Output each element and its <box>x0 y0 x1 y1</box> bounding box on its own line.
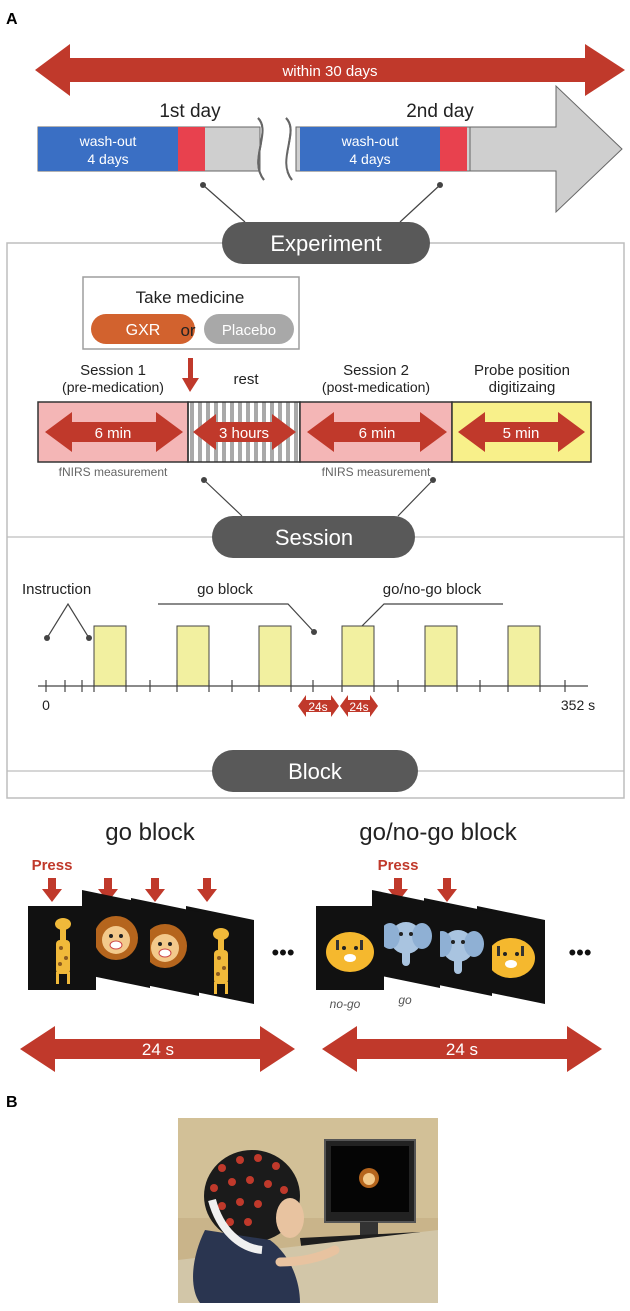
session2-duration: 6 min <box>359 425 396 442</box>
probe-duration: 5 min <box>503 425 540 442</box>
session2-label: Session 2 <box>343 362 409 379</box>
probe-sublabel: digitizaing <box>489 379 556 396</box>
fnirs-label-2: fNIRS measurement <box>322 465 431 479</box>
nogo-caption: no-go <box>330 997 361 1011</box>
session1-duration: 6 min <box>95 425 132 442</box>
press-label-go: Press <box>32 857 73 874</box>
axis-end-label: 352 s <box>561 697 595 713</box>
axis-start-label: 0 <box>42 697 50 713</box>
session1-label: Session 1 <box>80 362 146 379</box>
fnirs-probe <box>218 1202 226 1210</box>
experiment-pill-label: Experiment <box>270 231 381 256</box>
card-tiger-1 <box>316 906 384 990</box>
fnirs-probe <box>226 1218 234 1226</box>
fnirs-probe <box>218 1164 226 1172</box>
session-pill-label: Session <box>275 525 353 550</box>
gonogo-block-label: go/no-go block <box>383 581 482 598</box>
take-medicine-label: Take medicine <box>136 288 245 307</box>
gonogo-block-ellipsis: ••• <box>568 940 591 965</box>
placebo-pill <box>204 314 294 344</box>
card-tiger-4 <box>477 906 545 1004</box>
fnirs-label-1: fNIRS measurement <box>59 465 168 479</box>
washout-block-2 <box>300 127 440 171</box>
card-elephant-3 <box>424 898 492 996</box>
gxr-pill <box>91 314 195 344</box>
fnirs-probe <box>280 1186 288 1194</box>
experiment-marker-1 <box>178 127 205 171</box>
go-block-duration-arrow: 24 s <box>20 1026 295 1072</box>
experiment-pill: Experiment <box>222 222 430 264</box>
rest-duration: 3 hours <box>219 425 269 442</box>
gonogo-block-cards: ••• no-go go <box>316 890 592 1011</box>
panel-a-label: A <box>6 11 18 28</box>
block-timeline: Instruction go block go/no-go block 0 35… <box>22 581 595 717</box>
or-label: or <box>180 321 195 340</box>
fnirs-probe <box>254 1200 262 1208</box>
day2-label: 2nd day <box>406 101 474 122</box>
gonogo-block-duration-arrow: 24 s <box>322 1026 602 1072</box>
fnirs-probe <box>228 1178 236 1186</box>
experiment-photo <box>178 1118 438 1303</box>
washout2-line1: wash-out <box>341 133 399 149</box>
fnirs-probe <box>236 1198 244 1206</box>
interval2-label: 24s <box>349 700 368 714</box>
fnirs-probe <box>272 1162 280 1170</box>
block-pill: Block <box>212 750 418 792</box>
within-30-days-arrow: within 30 days <box>35 44 625 96</box>
washout-block-1 <box>38 127 178 171</box>
session1-sublabel: (pre-medication) <box>62 379 164 395</box>
fnirs-probe <box>264 1180 272 1188</box>
card-giraffe-4 <box>186 906 254 1004</box>
interval1-label: 24s <box>308 700 327 714</box>
placebo-label: Placebo <box>222 322 276 339</box>
go-block-ellipsis: ••• <box>271 940 294 965</box>
go-block-label: go block <box>197 581 253 598</box>
rest-stripe <box>190 402 194 462</box>
washout2-line2: 4 days <box>349 151 390 167</box>
probe-label: Probe position <box>474 362 570 379</box>
fnirs-probe <box>210 1184 218 1192</box>
experiment-marker-2 <box>440 127 467 171</box>
rest-label: rest <box>233 371 259 388</box>
gxr-label: GXR <box>126 322 161 339</box>
child-body <box>193 1230 300 1303</box>
go-caption: go <box>398 993 412 1007</box>
panel-b-label: B <box>6 1094 18 1111</box>
card-elephant-2 <box>372 890 440 988</box>
fnirs-probe <box>236 1156 244 1164</box>
fnirs-probe <box>244 1218 252 1226</box>
go-block-heading: go block <box>105 819 195 846</box>
fnirs-probe <box>254 1154 262 1162</box>
timeline-arrow: wash-out 4 days wash-out 4 days <box>37 84 623 214</box>
card-giraffe-1 <box>28 906 96 990</box>
press-label-gonogo: Press <box>378 857 419 874</box>
child-face <box>276 1198 304 1238</box>
block-pill-label: Block <box>288 759 343 784</box>
session-timeline: 6 min 3 hours 6 min 5 min <box>37 401 592 463</box>
go-block-cards: ••• <box>28 890 295 1004</box>
medication-arrow <box>182 358 199 392</box>
session-pill: Session <box>212 516 415 558</box>
gonogo-block-duration: 24 s <box>446 1040 478 1059</box>
washout1-line2: 4 days <box>87 151 128 167</box>
session2-sublabel: (post-medication) <box>322 379 430 395</box>
fnirs-probe <box>246 1176 254 1184</box>
gonogo-block-heading: go/no-go block <box>359 819 517 846</box>
washout1-line1: wash-out <box>79 133 137 149</box>
instruction-label: Instruction <box>22 581 91 598</box>
take-medicine-box: Take medicine GXR or Placebo <box>82 276 300 350</box>
card-lion-2 <box>82 890 150 988</box>
go-block-duration: 24 s <box>142 1040 174 1059</box>
day1-label: 1st day <box>159 101 221 122</box>
within-30-days-label: within 30 days <box>281 63 377 80</box>
